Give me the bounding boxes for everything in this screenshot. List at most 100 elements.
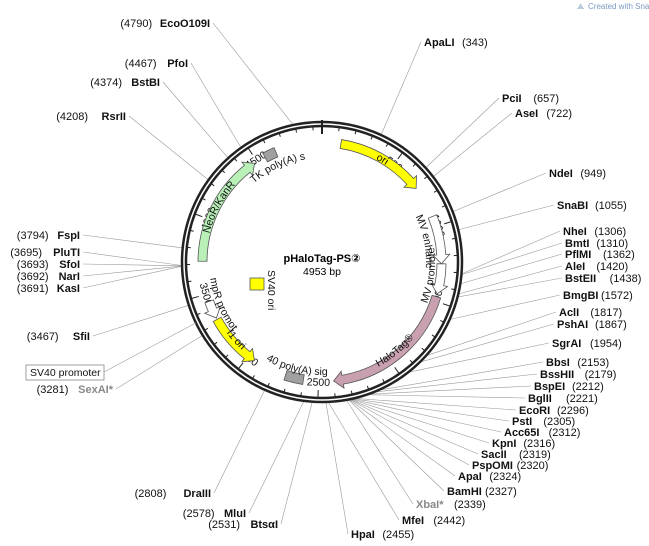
site-leader — [425, 97, 500, 169]
site-leader — [408, 342, 550, 373]
site-ndei[interactable]: NdeI(949) — [549, 168, 606, 180]
site-bsteii[interactable]: BstEII (1438) — [565, 273, 641, 285]
site-kasi[interactable]: KasI(3691) — [17, 283, 80, 295]
site-name: BstEII — [565, 273, 596, 285]
site-position: (1954) — [590, 338, 622, 350]
site-name: BamHI — [447, 486, 482, 498]
site-position: (2327) — [485, 486, 517, 498]
site-nhei[interactable]: NheI(1306) — [563, 226, 626, 238]
site-position: (2320) — [517, 460, 549, 472]
site-snabi[interactable]: SnaBI(1055) — [557, 200, 627, 212]
site-sexai[interactable]: SexAI*(3281) — [37, 384, 114, 396]
site-leader — [348, 399, 445, 492]
site-leader — [460, 253, 563, 285]
site-rsrii[interactable]: RsrII(4208) — [56, 111, 126, 123]
site-leader — [346, 399, 414, 505]
site-sfoi[interactable]: SfoI(3693) — [17, 259, 80, 271]
site-pluti[interactable]: PluTI(3695) — [10, 247, 80, 259]
site-pspomi[interactable]: PspOMI(2320) — [472, 460, 548, 472]
site-name: SgrAI — [552, 338, 581, 350]
tick-mark — [267, 382, 270, 387]
tick-mark — [213, 341, 218, 346]
site-nari[interactable]: NarI(3692) — [17, 271, 80, 283]
site-hpai[interactable]: HpaI(2455) — [351, 529, 414, 541]
ori-label: ori — [374, 151, 390, 167]
tick-mark — [451, 237, 457, 240]
site-psti[interactable]: PstI(2305) — [512, 416, 575, 428]
site-leader — [82, 265, 183, 289]
site-bmti[interactable]: BmtI(1310) — [565, 238, 628, 250]
site-leader — [82, 251, 183, 266]
site-position: (2316) — [523, 438, 555, 450]
site-mlui[interactable]: MluI(2578) — [183, 508, 246, 520]
tick-mark — [204, 327, 209, 331]
site-name: SnaBI — [557, 200, 588, 212]
site-sgrai[interactable]: SgrAI (1954) — [552, 338, 622, 350]
site-leader — [190, 62, 242, 148]
site-leader — [373, 373, 538, 393]
site-sfii[interactable]: SfiI(3467) — [27, 331, 90, 343]
site-ecori[interactable]: EcoRI(2296) — [519, 405, 589, 417]
site-draiii[interactable]: DraIII(2808) — [135, 488, 211, 500]
site-position: (4467) — [125, 58, 157, 70]
site-name: AleI — [565, 261, 585, 273]
site-pcii[interactable]: PciI (657) — [502, 93, 559, 105]
site-bsshii[interactable]: BssHII(2179) — [540, 369, 616, 381]
sv40-promoter-leader — [103, 322, 197, 373]
tick-mark — [237, 362, 244, 370]
tick-mark — [196, 312, 201, 316]
site-ecoo109i[interactable]: EcoO109I(4790) — [120, 18, 210, 30]
site-position: (1438) — [610, 273, 642, 285]
site-leader — [350, 398, 490, 444]
site-leader — [82, 265, 183, 277]
site-name: SexAI* — [78, 384, 114, 396]
plasmid-size: 4953 bp — [303, 266, 341, 278]
site-pfoi[interactable]: PfoI(4467) — [125, 58, 188, 70]
site-leader — [458, 204, 555, 231]
sv40-poly-a-signal-feature-arrow — [283, 370, 305, 385]
site-name: NdeI — [549, 168, 573, 180]
site-bamhi[interactable]: BamHI(2327) — [447, 486, 517, 498]
site-name: BssHII — [540, 369, 574, 381]
site-leader — [452, 172, 547, 213]
tick-mark — [190, 295, 199, 300]
site-asei[interactable]: AseI(722) — [515, 108, 572, 120]
site-leader — [82, 263, 183, 267]
site-position: (3693) — [17, 259, 49, 271]
site-apali[interactable]: ApaLI(343) — [424, 37, 488, 49]
site-position: (657) — [533, 93, 559, 105]
halotag-feature-arrow — [333, 294, 442, 389]
tick-mark — [442, 303, 451, 307]
site-bmgbi[interactable]: BmgBI(1572) — [563, 290, 633, 302]
site-pshai[interactable]: PshAI(1867) — [557, 319, 627, 331]
site-apai[interactable]: ApaI(2324) — [458, 471, 521, 483]
site-bts-i[interactable]: BtsαI(2531) — [208, 519, 278, 531]
site-position: (2319) — [519, 449, 551, 461]
site-name: BtsαI — [250, 519, 278, 531]
site-pflmi[interactable]: PflMI(1362) — [565, 249, 635, 261]
site-bspei[interactable]: BspEI(2212) — [534, 381, 604, 393]
site-acli[interactable]: AclI(1817) — [559, 307, 622, 319]
site-position: (2442) — [433, 515, 465, 527]
site-xbai[interactable]: XbaI*(2339) — [416, 499, 486, 511]
site-bstbi[interactable]: BstBI(4374) — [90, 77, 160, 89]
site-position: (2212) — [572, 381, 604, 393]
site-position: (4374) — [90, 77, 122, 89]
site-leader — [162, 81, 229, 159]
site-kpni[interactable]: KpnI (2316) — [492, 438, 555, 450]
site-mfei[interactable]: MfeI(2442) — [402, 515, 465, 527]
site-acc65i[interactable]: Acc65I(2312) — [504, 427, 580, 439]
site-name: PciI — [502, 93, 522, 105]
site-position: (2221) — [566, 393, 598, 405]
site-position: (722) — [546, 108, 572, 120]
site-alei[interactable]: AleI(1420) — [565, 261, 628, 273]
site-sacii[interactable]: SacII(2319) — [481, 449, 551, 461]
site-bglii[interactable]: BglII(2221) — [528, 393, 598, 405]
site-name: HpaI — [351, 529, 375, 541]
site-name: PshAI — [557, 319, 588, 331]
site-name: PflMI — [565, 249, 591, 261]
site-name: ApaLI — [424, 37, 455, 49]
site-bbsi[interactable]: BbsI(2153) — [546, 357, 609, 369]
site-name: KpnI — [492, 438, 516, 450]
site-fspi[interactable]: FspI(3794) — [17, 230, 80, 242]
